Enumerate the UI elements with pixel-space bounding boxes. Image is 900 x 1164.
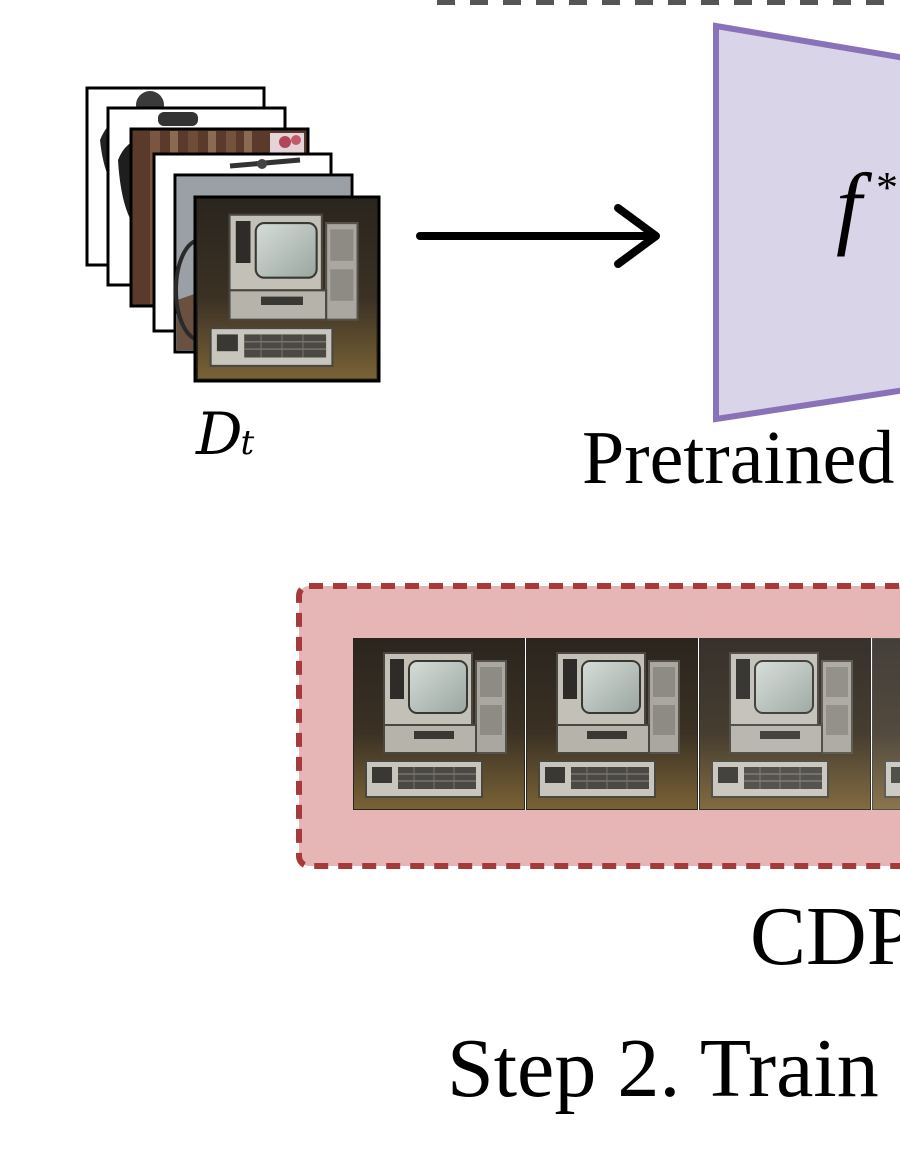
input-arrow bbox=[416, 204, 660, 268]
dataset-label: Dt bbox=[196, 400, 255, 468]
cdp-caption: CDP bbox=[750, 890, 900, 983]
dataset-image-stack bbox=[85, 86, 381, 383]
pretrained-model-caption: Pretrained C bbox=[582, 416, 900, 500]
cdp-frame-2 bbox=[526, 638, 698, 810]
model-function-symbol: f bbox=[836, 155, 862, 257]
top-dashed-border bbox=[437, 0, 884, 5]
pretrained-model-shape bbox=[713, 22, 900, 423]
dataset-symbol: D bbox=[196, 400, 242, 468]
step-caption: Step 2. Train bbox=[447, 1022, 879, 1115]
cdp-frame-1 bbox=[353, 638, 525, 810]
dataset-subscript: t bbox=[240, 423, 255, 463]
cdp-frame-4 bbox=[872, 638, 900, 810]
cdp-frame-3 bbox=[699, 638, 871, 810]
dataset-image-computer bbox=[193, 195, 381, 383]
model-function-superscript: * bbox=[876, 163, 898, 212]
cdp-frame-strip bbox=[353, 638, 900, 810]
